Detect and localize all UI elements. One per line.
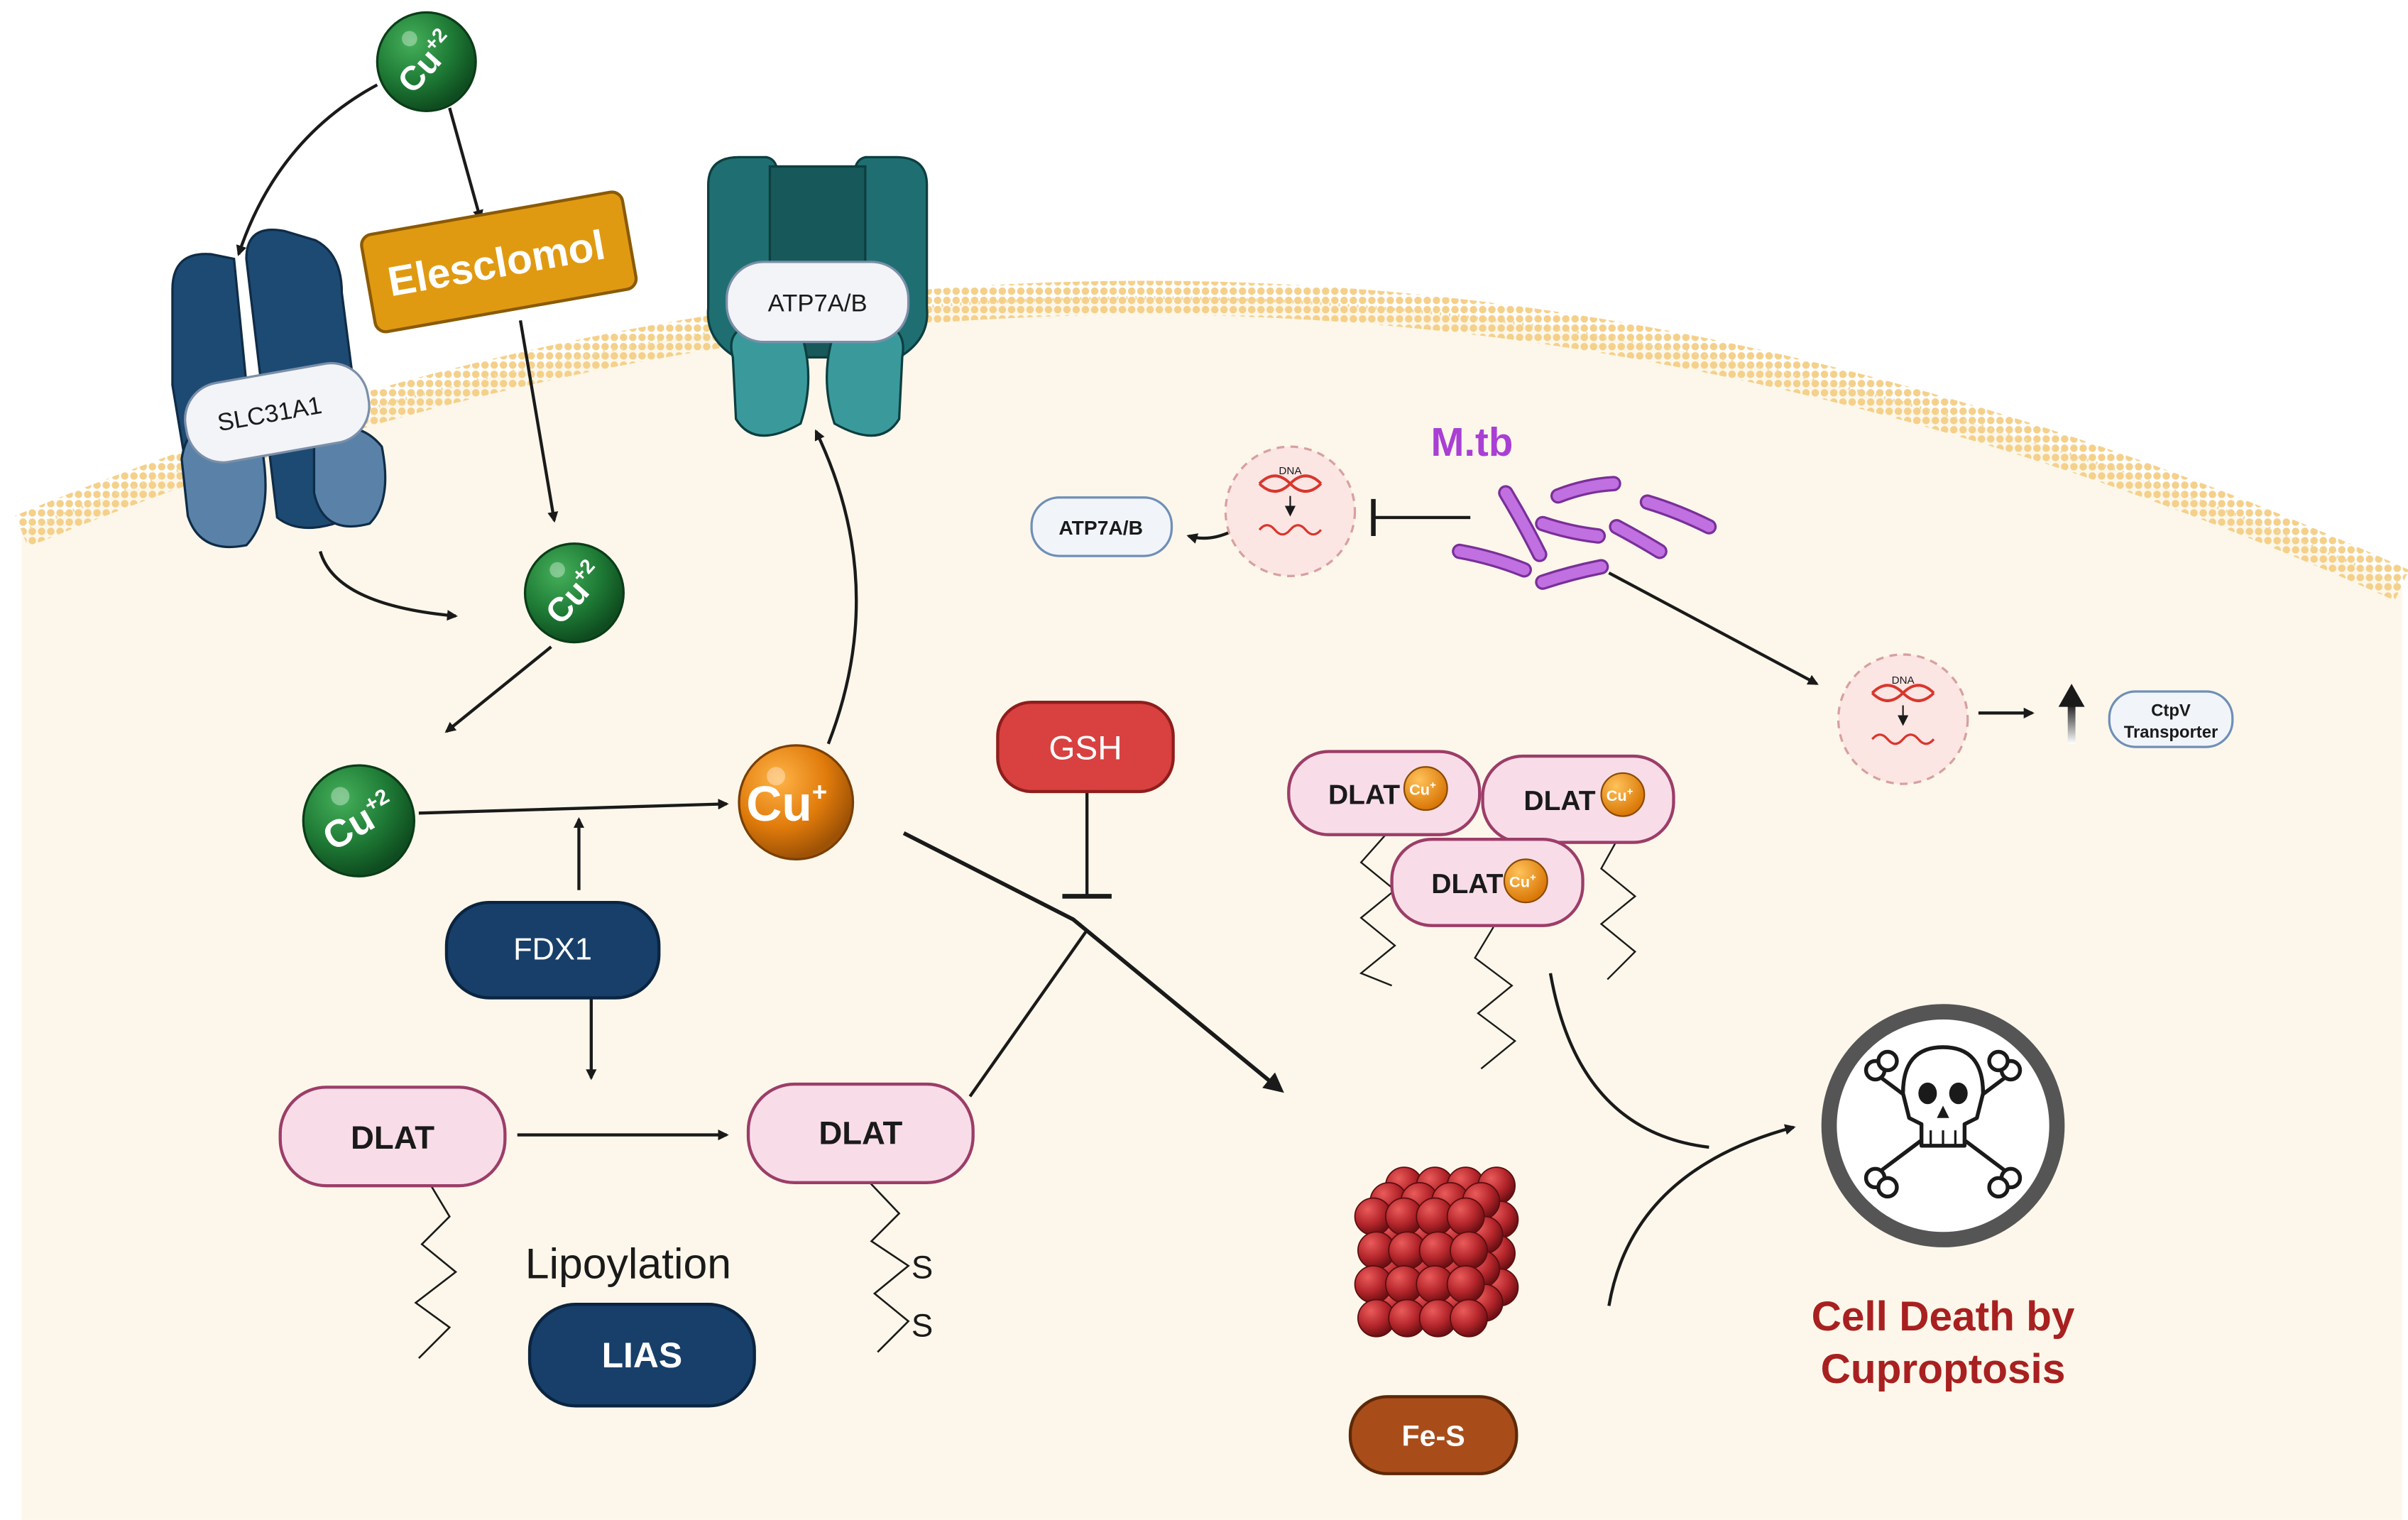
pathway-arrows bbox=[236, 83, 2035, 1306]
dlat-cluster-label-2: DLAT bbox=[1523, 786, 1595, 816]
dlat-lipoylated-label: DLAT bbox=[819, 1115, 902, 1152]
dlat-left-label: DLAT bbox=[351, 1120, 434, 1156]
gsh-label: GSH bbox=[1049, 729, 1122, 767]
svg-text:DNA: DNA bbox=[1279, 465, 1302, 477]
ctpv-label-2: Transporter bbox=[2124, 723, 2218, 742]
dlat-cluster-label-1: DLAT bbox=[1328, 780, 1400, 810]
fdx1-box: FDX1 bbox=[444, 900, 661, 1000]
ctpv-transporter-pill: CtpV Transporter bbox=[2108, 690, 2234, 748]
skull-crossbones-icon bbox=[1821, 1004, 2065, 1247]
mtb-label: M.tb bbox=[1430, 420, 1513, 464]
line-dlat-to-junction bbox=[968, 929, 1088, 1098]
fe-s-cluster-icon bbox=[1354, 1166, 1519, 1338]
copper-ion-mid: Cu+2 bbox=[523, 542, 625, 644]
lipoylation-label: Lipoylation bbox=[525, 1239, 731, 1287]
elesclomol-box: Elesclomol bbox=[360, 190, 638, 334]
arrow-dlat-cluster-to-death bbox=[1548, 973, 1709, 1149]
svg-text:Cu+: Cu+ bbox=[1607, 785, 1633, 804]
arrow-slc31a1-to-cu2 bbox=[319, 551, 458, 621]
atp7ab-channel: ATP7A/B bbox=[706, 155, 929, 437]
arrow-cu2-to-slc31a1 bbox=[236, 83, 378, 256]
cell-death-label-1: Cell Death by bbox=[1812, 1294, 2075, 1340]
svg-text:DNA: DNA bbox=[1892, 674, 1915, 687]
lias-label: LIAS bbox=[602, 1335, 683, 1375]
sulfur-label-1: S bbox=[912, 1249, 933, 1285]
arrow-cu2-to-cuplus bbox=[418, 799, 729, 815]
arrow-dna-to-atp7ab bbox=[1186, 530, 1232, 544]
arrow-cu2-to-elesclomol bbox=[448, 107, 483, 222]
svg-text:Cu+: Cu+ bbox=[1409, 780, 1436, 799]
fe-s-sphere bbox=[1450, 1231, 1488, 1270]
arrow-cuplus-to-atp7ab bbox=[814, 429, 858, 745]
dna-helix-icon: DNA bbox=[1224, 445, 1357, 577]
arrow-cu2-down bbox=[444, 645, 552, 733]
arrow-fes-to-death bbox=[1607, 1124, 1796, 1306]
cell-death-label-2: Cuproptosis bbox=[1821, 1346, 2066, 1392]
up-arrow-icon bbox=[2058, 684, 2085, 744]
copper-ion-top: Cu+2 bbox=[376, 11, 477, 112]
atp7ab-pill-label: ATP7A/B bbox=[1058, 516, 1143, 539]
mtb-bacteria-icon bbox=[1452, 476, 1717, 590]
gsh-box: GSH bbox=[996, 701, 1175, 794]
arrow-mtb-to-dna bbox=[1608, 572, 1819, 686]
fe-s-sphere bbox=[1446, 1265, 1485, 1303]
dlat-cluster-label-3: DLAT bbox=[1431, 869, 1503, 900]
fes-label-box: Fe-S bbox=[1348, 1395, 1518, 1475]
sulfur-label-2: S bbox=[912, 1308, 933, 1344]
dlat-aggregate-cluster: DLAT Cu+ DLAT Cu+ DLAT Cu+ bbox=[1287, 750, 1675, 1070]
fdx1-label: FDX1 bbox=[513, 932, 592, 966]
dlat-protein-left: DLAT bbox=[278, 1086, 507, 1359]
svg-text:Cu+: Cu+ bbox=[746, 776, 827, 831]
copper-ion-plus: Cu+ bbox=[738, 744, 855, 861]
fe-s-sphere bbox=[1450, 1298, 1488, 1338]
slc31a1-transporter: SLC31A1 bbox=[171, 228, 387, 549]
copper-ion-left: Cu+2 bbox=[302, 764, 416, 877]
arrow-elesclomol-to-cu2 bbox=[518, 319, 559, 523]
fe-s-sphere bbox=[1446, 1197, 1485, 1236]
dlat-protein-lipoylated: S S DLAT bbox=[746, 1082, 975, 1353]
lias-box: LIAS bbox=[527, 1303, 756, 1408]
svg-text:Cu+: Cu+ bbox=[1509, 872, 1536, 891]
atp7ab-pill: ATP7A/B bbox=[1030, 496, 1173, 557]
ctpv-label-1: CtpV bbox=[2151, 701, 2191, 721]
dna-helix-icon: DNA bbox=[1837, 653, 1969, 785]
arrow-cuplus-to-fes bbox=[902, 831, 1284, 1093]
fes-label: Fe-S bbox=[1402, 1420, 1465, 1453]
atp7ab-channel-label: ATP7A/B bbox=[768, 290, 868, 317]
